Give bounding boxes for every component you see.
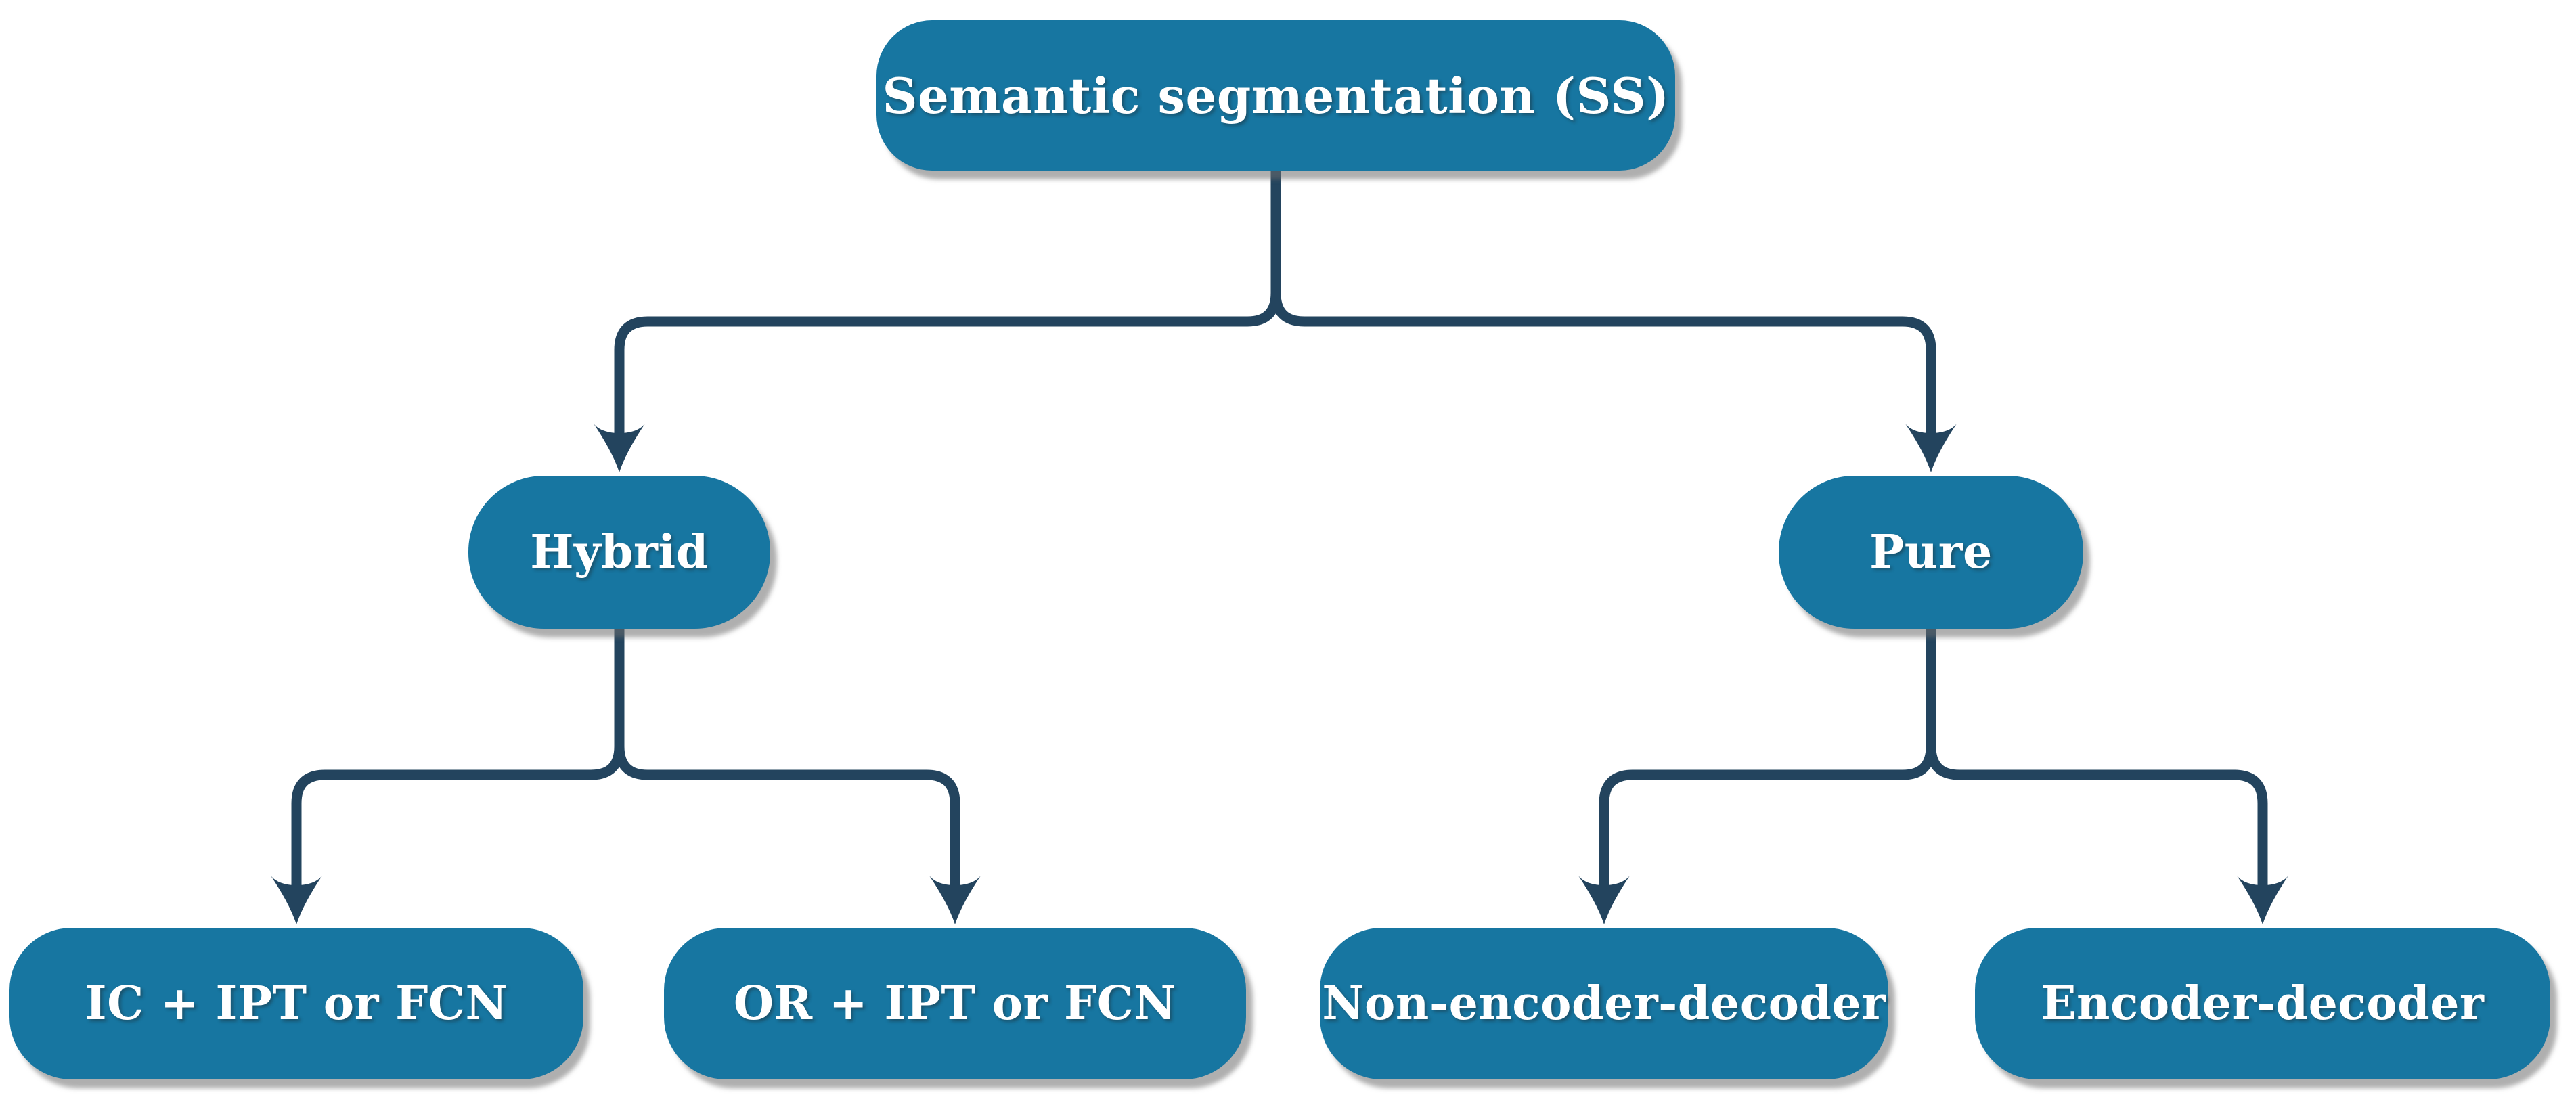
node-ic-ipt-or-fcn: IC + IPT or FCN (9, 928, 583, 1079)
node-label: Hybrid (530, 525, 709, 579)
node-or-ipt-or-fcn: OR + IPT or FCN (664, 928, 1246, 1079)
node-label: Semantic segmentation (SS) (882, 66, 1670, 125)
edge-root-hybrid (594, 168, 1281, 472)
node-semantic-segmentation: Semantic segmentation (SS) (876, 20, 1675, 171)
edge-root-pure (1270, 168, 1957, 472)
edge-hybrid-leaf-or (614, 626, 981, 924)
node-label: Encoder-decoder (2041, 977, 2485, 1031)
edge-pure-leaf-encoder-decoder (1926, 626, 2288, 924)
node-pure: Pure (1779, 476, 2083, 629)
node-label: Pure (1869, 525, 1993, 579)
edge-hybrid-leaf-ic (271, 626, 625, 924)
node-label: OR + IPT or FCN (733, 977, 1177, 1031)
node-non-encoder-decoder: Non-encoder-decoder (1320, 928, 1888, 1079)
node-label: Non-encoder-decoder (1322, 977, 1886, 1031)
node-encoder-decoder: Encoder-decoder (1975, 928, 2550, 1079)
node-label: IC + IPT or FCN (85, 977, 508, 1031)
node-hybrid: Hybrid (468, 476, 770, 629)
edge-pure-leaf-non-encoder-decoder (1578, 626, 1936, 924)
